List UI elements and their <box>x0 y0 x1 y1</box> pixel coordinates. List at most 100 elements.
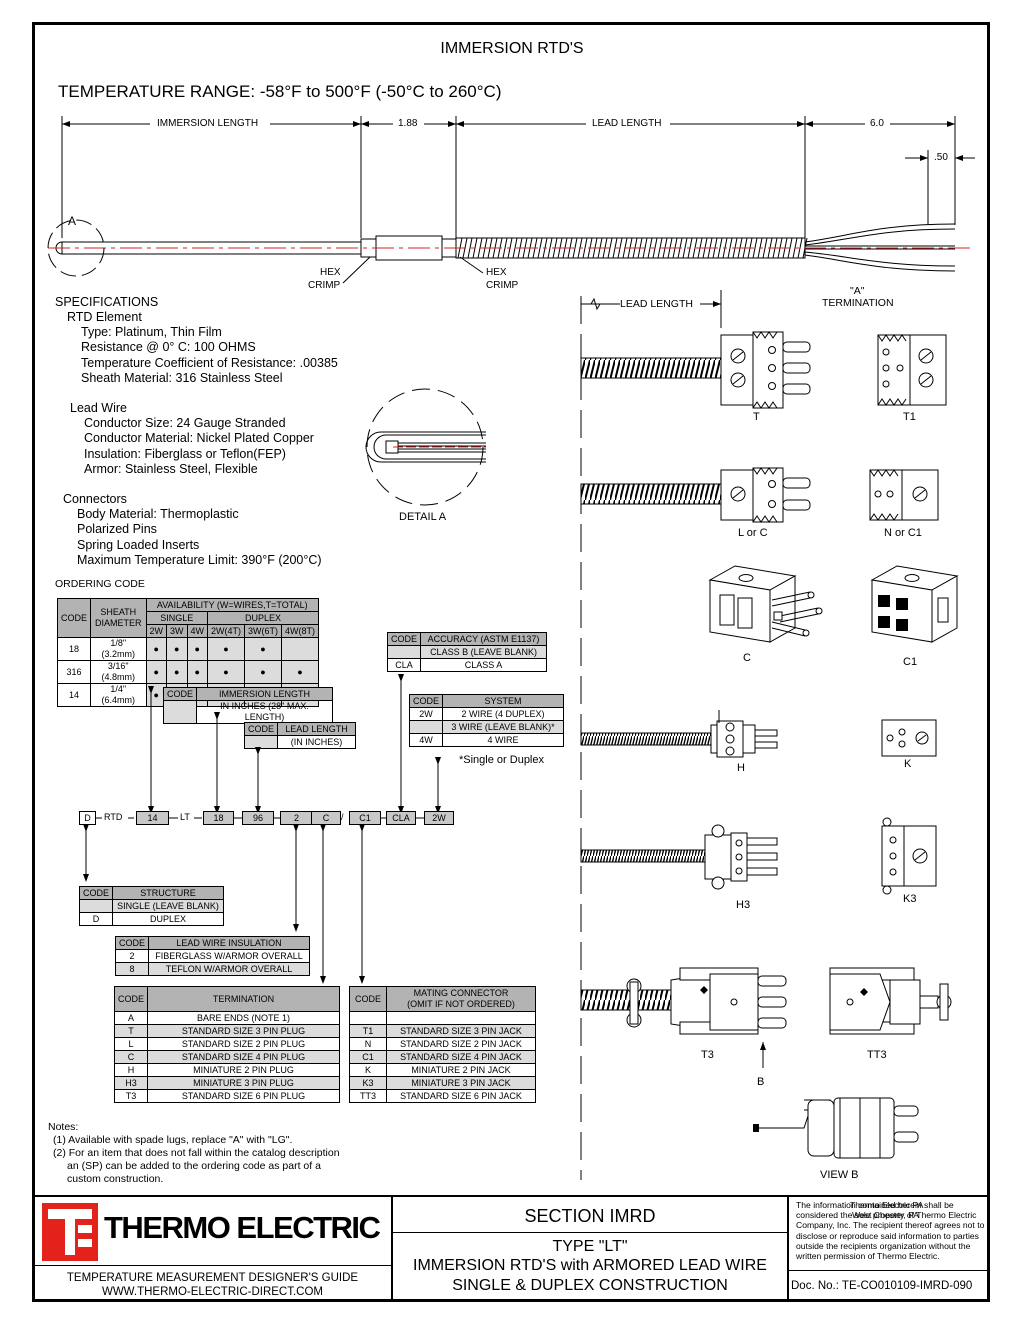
detail-a-callout: A <box>68 214 77 228</box>
dim-6-0: 6.0 <box>870 118 884 129</box>
armor-coil <box>607 237 613 259</box>
code-rtd: RTD <box>104 812 123 822</box>
code-insulation-box: 2 <box>280 811 313 825</box>
code-lead-length-box: 96 <box>242 811 274 825</box>
designers-guide: TEMPERATURE MEASUREMENT DESIGNER'S GUIDE <box>66 1272 359 1284</box>
spec-line: Maximum Temperature Limit: 390°F (200°C) <box>77 553 322 567</box>
armor-coil <box>502 237 508 259</box>
armor-coil <box>617 237 623 259</box>
note-line: (2) For an item that does not fall withi… <box>53 1147 340 1159</box>
code-immersion-box: 18 <box>203 811 234 825</box>
armor-coil <box>787 237 793 259</box>
spec-lead-wire: Lead Wire <box>70 401 127 415</box>
website-url: WWW.THERMO-ELECTRIC-DIRECT.COM <box>101 1286 324 1298</box>
notes-heading: Notes: <box>48 1121 79 1133</box>
spec-line: Conductor Material: Nickel Plated Copper <box>84 431 314 445</box>
armor-coil <box>652 237 658 259</box>
connector-label: K3 <box>903 893 917 905</box>
connector-label: T <box>753 411 760 423</box>
probe-drawing <box>47 116 975 506</box>
armor-coil <box>752 237 758 259</box>
detail-a-label: DETAIL A <box>399 511 447 523</box>
code-structure-box: D <box>79 811 96 825</box>
legal-notice: The information contained herein shall b… <box>796 1200 985 1262</box>
col-wires: 3W <box>166 624 188 638</box>
hex-label-2: HEX <box>486 267 507 278</box>
connector-label: K <box>904 758 912 770</box>
armor-coil <box>467 237 473 259</box>
description-line-1: IMMERSION RTD'S with ARMORED LEAD WIRE <box>413 1257 767 1274</box>
legal-overlay-2: West Chester, PA <box>852 1210 920 1220</box>
spec-line: Sheath Material: 316 Stainless Steel <box>81 371 283 385</box>
armor-coil <box>717 237 723 259</box>
hex-label-1: HEX <box>320 267 341 278</box>
description-line-2: SINGLE & DUPLEX CONSTRUCTION <box>452 1277 728 1294</box>
armor-coil <box>472 237 478 259</box>
temperature-range: TEMPERATURE RANGE: -58°F to 500°F (-50°C… <box>58 82 502 101</box>
table-row <box>349 1011 536 1025</box>
lead-length-label: LEAD LENGTH <box>620 298 693 310</box>
termination-drawings <box>580 290 959 1180</box>
type-label: TYPE "LT" <box>552 1238 628 1255</box>
connector-label: C <box>743 652 751 664</box>
spec-connectors: Connectors <box>63 492 127 506</box>
spec-rtd-element: RTD Element <box>67 310 142 324</box>
crimp-label-2: CRIMP <box>486 280 519 291</box>
code-accuracy-box: CLA <box>386 811 416 825</box>
connector-label: H <box>737 762 745 774</box>
ordering-code-arrows <box>83 674 441 984</box>
code-system-box: 2W <box>424 811 454 825</box>
code-slash: / <box>341 812 344 822</box>
spec-line: Polarized Pins <box>77 522 157 536</box>
connector-label: T3 <box>701 1049 714 1061</box>
col-single: SINGLE <box>145 611 208 625</box>
armor-coil <box>762 237 768 259</box>
col-wires: 4W <box>186 624 208 638</box>
armor-coil <box>682 237 688 259</box>
title-block <box>32 1195 990 1302</box>
armor-coil <box>572 237 578 259</box>
note-line: an (SP) can be added to the ordering cod… <box>67 1160 321 1172</box>
armor-coil <box>512 237 518 259</box>
dim-0-50: .50 <box>934 152 948 163</box>
connector-label: H3 <box>736 899 751 911</box>
table-row: SINGLE (LEAVE BLANK) <box>78 899 224 913</box>
code-lt: LT <box>180 812 190 822</box>
spec-heading: SPECIFICATIONS <box>55 295 159 309</box>
section-label: SECTION IMRD <box>524 1206 656 1226</box>
term-a-label: "A" <box>850 285 865 297</box>
spec-line: Armor: Stainless Steel, Flexible <box>84 462 258 476</box>
connector-label: TT3 <box>867 1049 887 1061</box>
col-duplex: DUPLEX <box>207 611 319 625</box>
note-line: custom construction. <box>67 1173 164 1185</box>
armor-coil <box>692 237 698 259</box>
table-row: CLASS B (LEAVE BLANK) <box>386 645 547 659</box>
single-or-duplex-note: *Single or Duplex <box>459 754 544 766</box>
spec-line: Insulation: Fiberglass or Teflon(FEP) <box>84 447 286 461</box>
connector-label: L or C <box>738 527 768 539</box>
armor-coil <box>537 237 543 259</box>
col-wires: 2W <box>145 624 167 638</box>
spec-line: Spring Loaded Inserts <box>77 538 200 552</box>
spec-line: Type: Platinum, Thin Film <box>81 325 222 339</box>
thermo-electric-logo-icon <box>42 1203 98 1261</box>
armor-coil <box>727 237 733 259</box>
